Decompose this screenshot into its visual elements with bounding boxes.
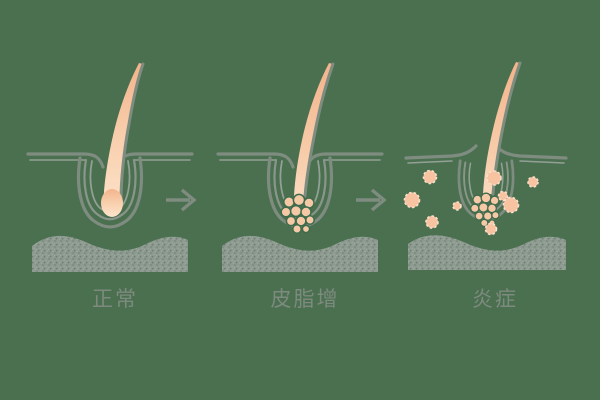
sebum-cell-cluster-inflamed [470,192,500,228]
dermis-layer-inflammation [408,235,566,270]
hair-bulb-normal [101,189,123,217]
dermis-layer-sebum [222,235,378,272]
inflammation-dot [425,215,439,229]
stage-normal [26,62,194,272]
dermis-layer-normal [32,235,188,272]
skin-surface-inflammation [404,144,568,160]
stage-label-inflammation: 炎症 [472,287,518,311]
skin-surface-inflammation-inner [407,160,565,164]
inflammation-dot [502,196,520,214]
hair-shaft-outline-normal [119,62,145,202]
arrow-2 [354,188,386,212]
inflammation-dot [486,170,502,186]
hair-shaft-outline-sebum [303,62,335,198]
stage-label-normal: 正常 [92,287,138,311]
inflammation-dot [527,176,539,188]
arrow-1 [164,188,196,212]
inflammation-dot [403,191,421,209]
hair-shaft-sebum [294,63,333,196]
inflammation-dot [452,201,462,211]
inflammation-particles [403,169,539,236]
stage-inflammation [403,61,568,270]
inflammation-dot [497,190,509,202]
inflammation-dot [484,222,498,236]
inflammation-dot [422,169,438,185]
sebum-cell-cluster [280,193,315,234]
stage-label-sebum-increase: 皮脂增 [270,287,340,311]
stage-sebum-increase [216,62,384,272]
